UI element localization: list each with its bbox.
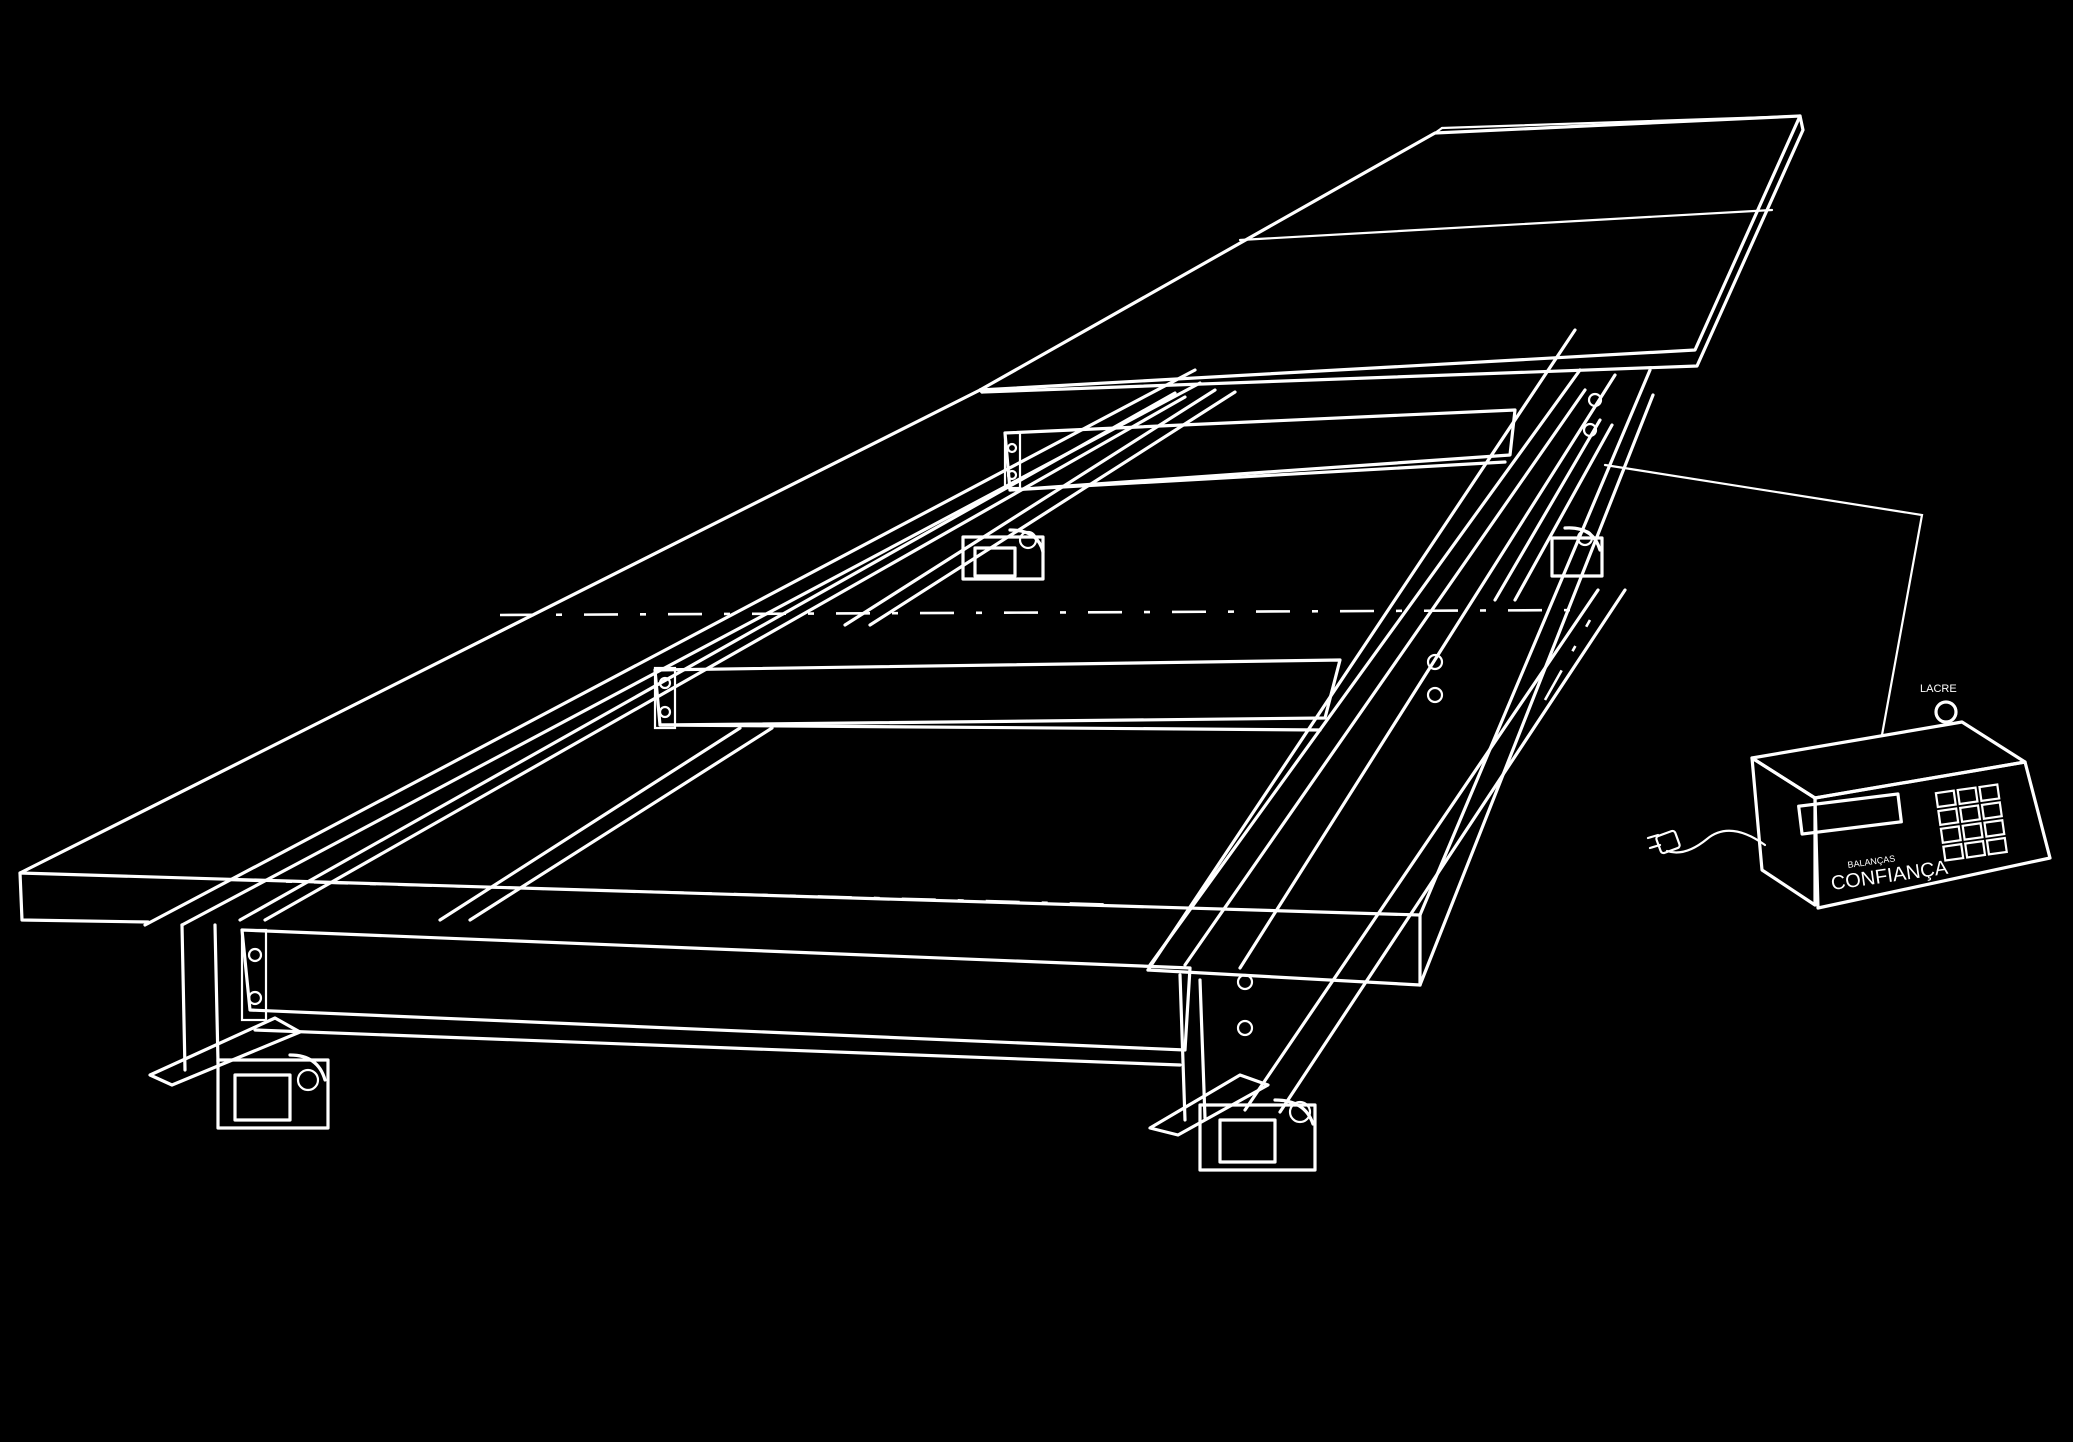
power-cord xyxy=(1665,829,1767,854)
signal-cable xyxy=(1603,463,1924,737)
load-cell-near-right xyxy=(1148,1073,1317,1172)
weighing-indicator: BALANÇAS CONFIANÇA LACRE xyxy=(1646,683,2052,910)
power-plug-icon xyxy=(1646,829,1681,855)
load-cell-far-right xyxy=(1550,526,1604,578)
load-cell-near-left xyxy=(148,1016,330,1130)
left-longitudinal-beam xyxy=(143,368,1237,927)
weight-display xyxy=(1797,792,1903,836)
seal-button xyxy=(1934,700,1958,724)
platform-deck-near xyxy=(18,328,1655,987)
cross-beam-near xyxy=(180,923,1207,1122)
right-longitudinal-beam xyxy=(1148,368,1627,1114)
cross-beam-far xyxy=(1003,408,1517,492)
load-cell-far-left xyxy=(961,528,1045,581)
cross-beam-middle xyxy=(653,658,1342,732)
keypad xyxy=(1934,783,2008,862)
seal-label: LACRE xyxy=(1920,683,1957,695)
platform-deck-far xyxy=(978,114,1805,394)
